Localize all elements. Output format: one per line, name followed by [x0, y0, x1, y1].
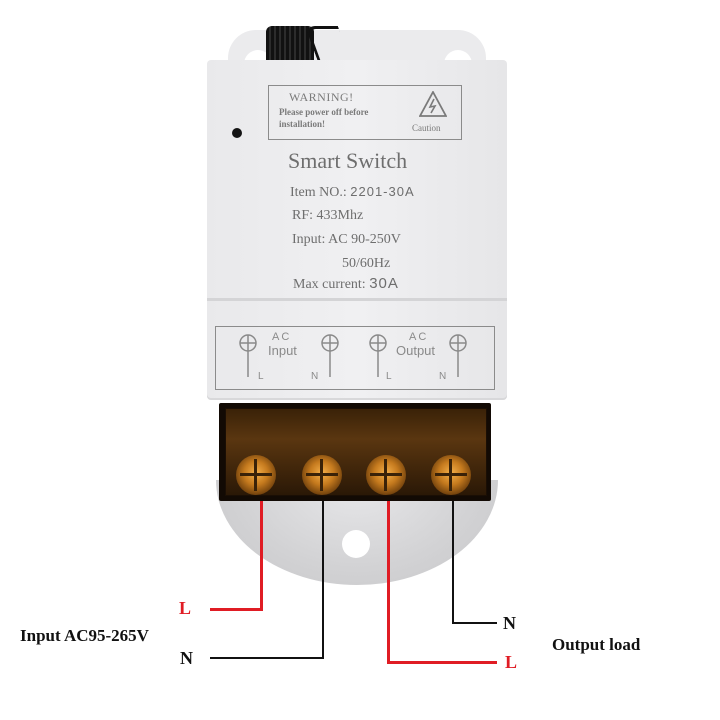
output-label: Output [396, 343, 436, 358]
terminal-N-input: N [311, 371, 319, 382]
item-number-key: Item NO.: [290, 185, 347, 200]
max-current-key: Max current: [293, 277, 366, 292]
warning-line-1: Please power off before [279, 107, 369, 117]
warning-title: WARNING! [289, 90, 354, 104]
body-edge [207, 298, 507, 301]
rf-frequency: RF: 433Mhz [292, 208, 364, 223]
max-current-value: 30A [369, 275, 399, 292]
input-ac-label: AC [272, 331, 292, 343]
screw-terminal-N-input [302, 455, 342, 495]
terminal-L-input: L [258, 371, 264, 382]
wire-input-neutral-vertical [322, 501, 324, 659]
wire-input-neutral-horizontal [210, 657, 324, 659]
input-label: Input [268, 343, 297, 358]
item-number-label: Item NO.: 2201-30A [290, 184, 415, 201]
max-current-label: Max current: 30A [293, 275, 399, 293]
indicator-led [232, 128, 242, 138]
wire-output-neutral-vertical [452, 501, 454, 624]
mounting-hole-bottom [342, 530, 370, 558]
input-live-label: L [179, 598, 192, 618]
output-neutral-label: N [503, 613, 516, 633]
screw-terminal-symbol [239, 334, 257, 377]
terminal-label-panel: AC Input AC Output L N L N [215, 326, 495, 390]
wire-input-live-horizontal [210, 608, 263, 611]
terminal-L-output: L [386, 371, 392, 382]
caution-label: Caution [412, 123, 441, 133]
warning-label: WARNING! Please power off before install… [268, 85, 462, 140]
wire-output-live-vertical [387, 501, 390, 664]
terminal-N-output: N [439, 371, 447, 382]
screw-terminal-symbol [321, 334, 339, 377]
screw-terminal-L-output [366, 455, 406, 495]
output-caption: Output load [552, 635, 641, 654]
antenna-coil [266, 26, 314, 62]
screw-terminal-symbol [449, 334, 467, 377]
warning-line-2: installation! [279, 119, 326, 129]
input-frequency: 50/60Hz [342, 256, 391, 271]
input-caption: Input AC95-265V [20, 626, 149, 645]
wire-output-live-horizontal [387, 661, 497, 664]
input-neutral-label: N [180, 648, 193, 668]
item-number-value: 2201-30A [350, 184, 415, 199]
screw-terminal-L-input [236, 455, 276, 495]
wire-output-neutral-horizontal [452, 622, 497, 624]
screw-terminal-symbol [369, 334, 387, 377]
high-voltage-warning-icon [419, 91, 447, 117]
screw-terminal-N-output [431, 455, 471, 495]
wire-input-live-vertical [260, 501, 263, 611]
input-voltage: Input: AC 90-250V [292, 232, 401, 247]
product-title: Smart Switch [288, 148, 408, 173]
output-live-label: L [505, 652, 518, 672]
output-ac-label: AC [409, 331, 429, 343]
